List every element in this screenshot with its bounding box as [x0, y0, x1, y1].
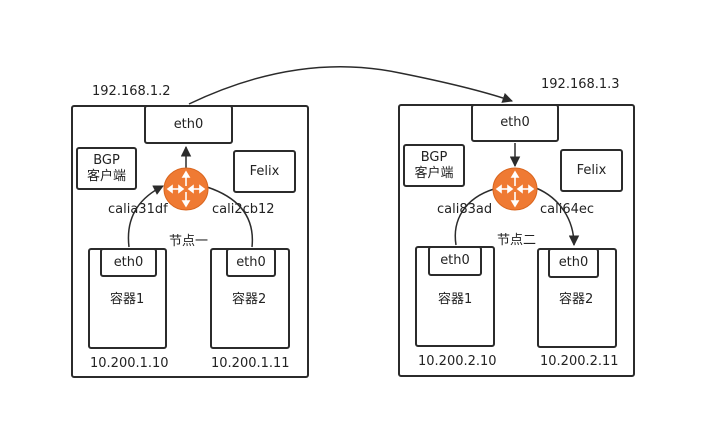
node-1-veth-right-link	[206, 186, 254, 248]
node-2-veth-right-link	[535, 187, 580, 247]
node-2-bgp-line2: 客户端	[414, 165, 454, 181]
node-2-bgp-line1: BGP	[420, 149, 448, 165]
node-1-bgp-line1: BGP	[93, 152, 120, 168]
node-1-container-2-name: 容器2	[232, 292, 267, 307]
node-1-bgp-client: BGP 客户端	[76, 147, 137, 190]
node-2-container-1-eth0: eth0	[428, 246, 482, 276]
node-1-veth-left: calia31df	[108, 202, 168, 217]
node-1-container-1-eth0: eth0	[100, 248, 157, 277]
node-1-ip: 192.168.1.2	[92, 84, 171, 99]
node-1-eth0: eth0	[144, 105, 233, 144]
node-1-container-1-name: 容器1	[110, 292, 145, 307]
node-2-eth0: eth0	[471, 104, 559, 142]
node-1-bgp-line2: 客户端	[86, 168, 126, 184]
node-1-veth-left-link	[127, 185, 164, 248]
node-2-ip: 192.168.1.3	[541, 77, 620, 92]
node-1-name: 节点一	[169, 234, 209, 249]
node-2-name: 节点二	[497, 233, 537, 248]
node-2-felix: Felix	[560, 149, 623, 192]
router-icon	[163, 167, 209, 211]
node-2-bgp-client: BGP 客户端	[403, 144, 465, 187]
node-1-container-2-ip: 10.200.1.11	[211, 356, 290, 371]
node-1-felix: Felix	[233, 150, 296, 193]
node-2-container-2-eth0: eth0	[548, 248, 599, 278]
node-2-container-2-ip: 10.200.2.11	[540, 354, 619, 369]
node-1-container-1-ip: 10.200.1.10	[90, 356, 169, 371]
node-2-veth-right: cali64ec	[540, 202, 595, 217]
node-2-container-2-name: 容器2	[559, 292, 594, 307]
router-icon	[492, 167, 538, 211]
node-2-container-1-ip: 10.200.2.10	[418, 354, 497, 369]
node-2-container-1-name: 容器1	[438, 292, 473, 307]
inter-node-link	[188, 65, 513, 105]
node-1-container-2-eth0: eth0	[226, 248, 276, 277]
node-2-veth-left-link	[454, 188, 495, 246]
